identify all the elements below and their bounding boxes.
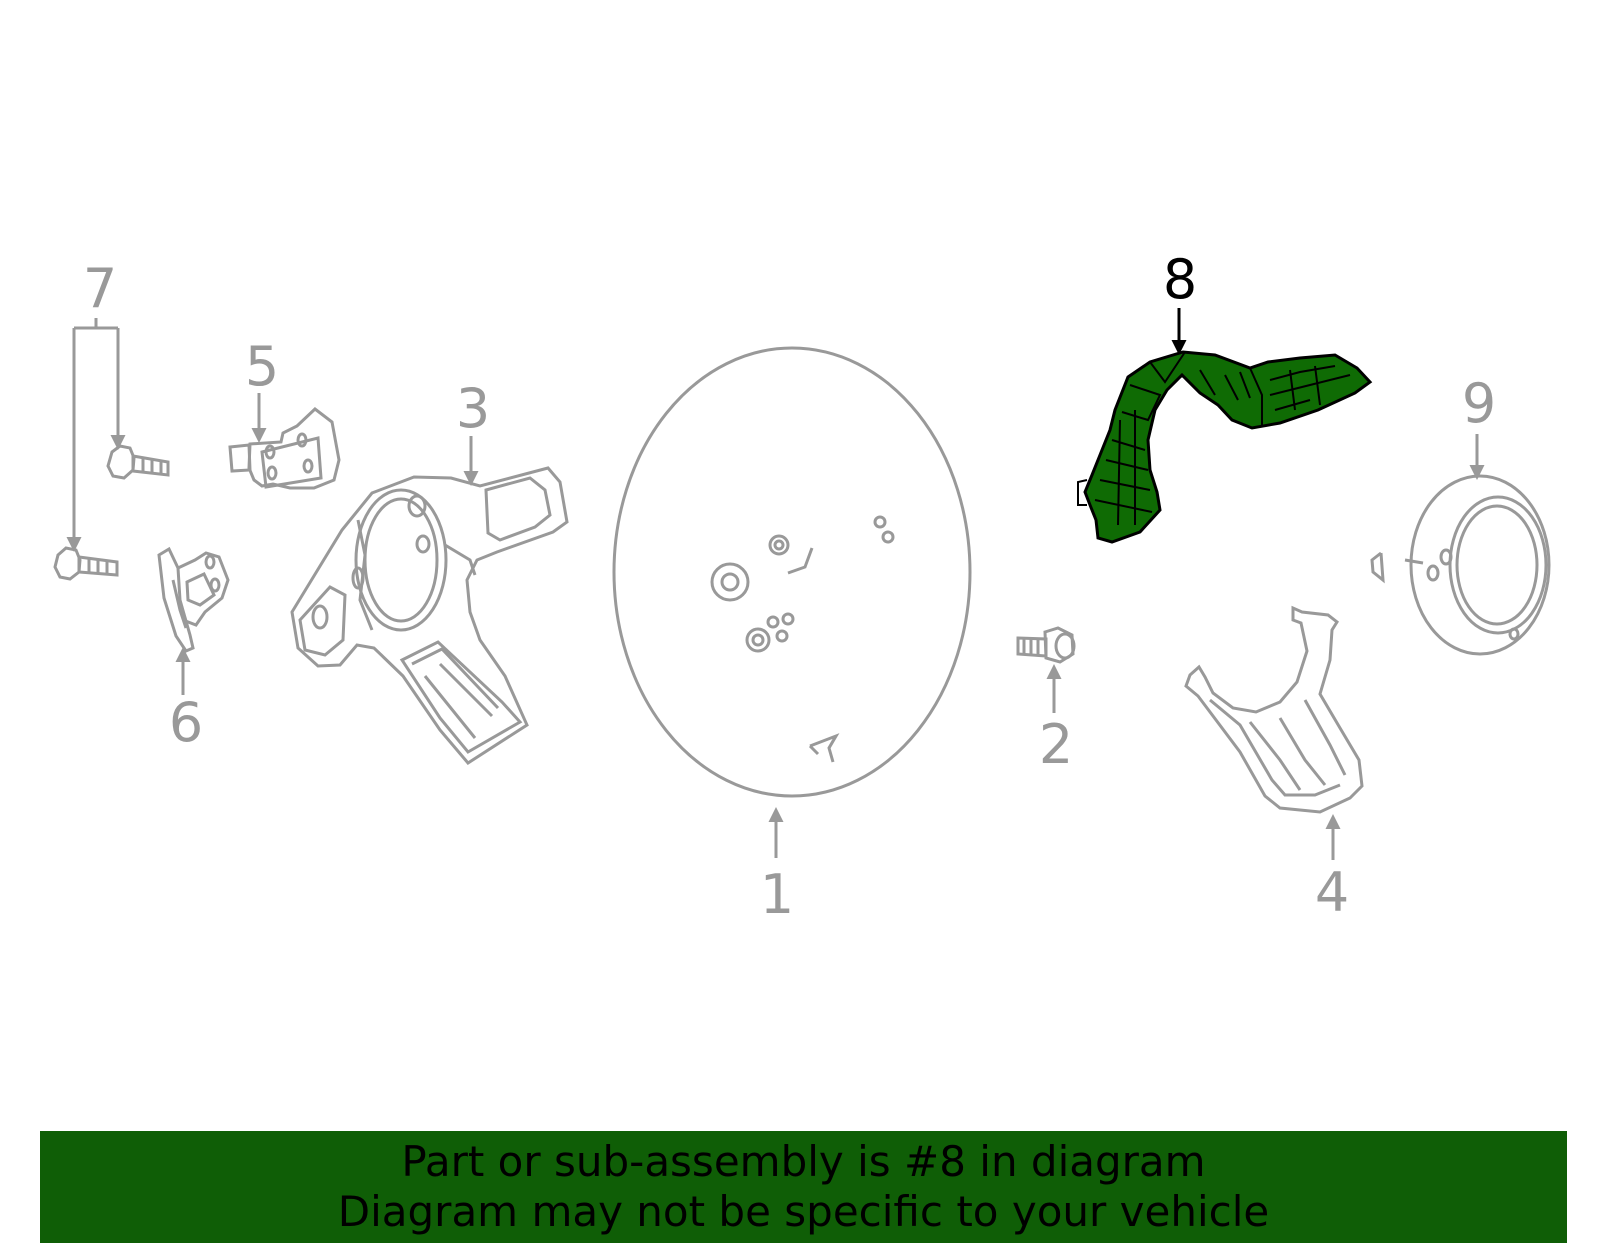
part-7-screw-lower[interactable] — [53, 546, 119, 581]
banner-line-2: Diagram may not be specific to your vehi… — [337, 1187, 1270, 1236]
part-3-trim-bezel[interactable] — [290, 466, 569, 765]
callout-2: 2 — [1039, 713, 1073, 776]
callout-3: 3 — [456, 377, 490, 440]
callout-6: 6 — [169, 691, 203, 754]
part-5-switch[interactable] — [228, 407, 341, 490]
part-2-bolt[interactable] — [1016, 626, 1076, 664]
part-7-screw-upper[interactable] — [106, 444, 170, 480]
info-banner: Part or sub-assembly is #8 in diagram Di… — [40, 1131, 1567, 1243]
part-1-steering-wheel[interactable] — [612, 346, 972, 798]
part-4-lower-cover[interactable] — [1184, 605, 1364, 814]
callout-1: 1 — [760, 863, 794, 926]
callout-4: 4 — [1315, 861, 1349, 924]
banner-line-1: Part or sub-assembly is #8 in diagram — [401, 1137, 1206, 1186]
callout-5: 5 — [245, 335, 279, 398]
leader-arrows — [66, 308, 1485, 860]
part-9-horn-pad[interactable] — [1370, 474, 1551, 656]
callout-9: 9 — [1462, 372, 1496, 435]
part-6-paddle-switch[interactable] — [157, 546, 230, 653]
callout-7: 7 — [83, 257, 117, 320]
callout-8: 8 — [1163, 248, 1197, 311]
callout-labels: 1 2 3 4 5 6 7 8 9 — [83, 248, 1496, 926]
part-8-switch-assembly[interactable] — [1077, 350, 1373, 544]
